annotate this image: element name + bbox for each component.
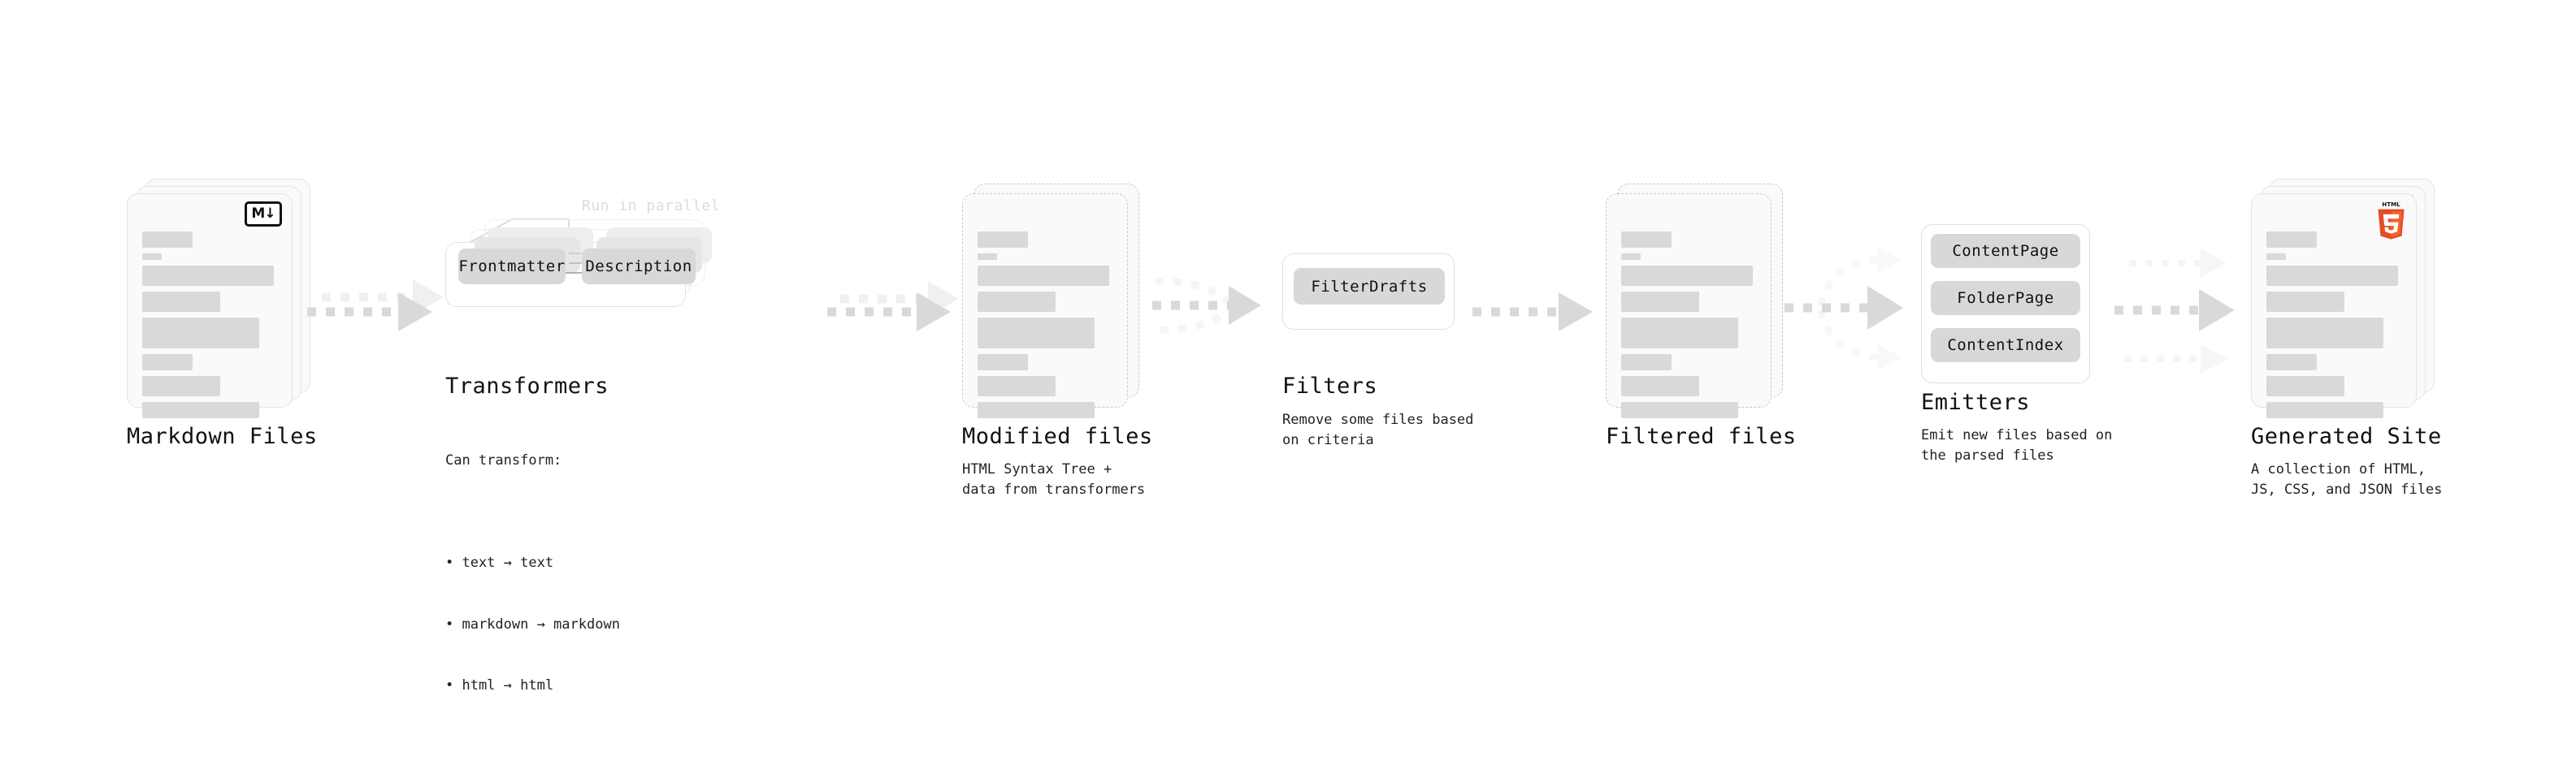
document-card-front <box>1606 193 1772 418</box>
document-card-front <box>962 193 1128 418</box>
stage-title-emitters: Emitters <box>1921 390 2031 415</box>
split-branch-top <box>1816 247 1902 307</box>
pill-label: Description <box>585 257 692 275</box>
pipeline-diagram: M↓ M↓ M↓ Markdown Files <box>127 179 2443 694</box>
modified-files-description: HTML Syntax Tree + data from transformer… <box>962 461 1146 499</box>
filters-description: Remove some files based on criteria <box>1282 412 1474 449</box>
skeleton-line <box>2266 266 2398 286</box>
skeleton-line <box>142 318 259 348</box>
transform-bullet: • text → text <box>445 555 554 572</box>
transform-bullet: • markdown → markdown <box>445 616 620 633</box>
pill-filterdrafts[interactable]: FilterDrafts <box>1294 268 1445 305</box>
document-card-front: HTML <box>2251 193 2417 418</box>
stage-title-modified-files: Modified files <box>962 424 1153 449</box>
arrow-transformers-to-modified <box>827 270 974 359</box>
skeleton-line <box>978 231 1028 248</box>
skeleton-line <box>978 354 1028 370</box>
transform-bullets: • text → text • markdown → markdown • ht… <box>445 512 620 737</box>
pill-contentindex[interactable]: ContentIndex <box>1931 328 2080 362</box>
pill-label: FilterDrafts <box>1311 277 1428 296</box>
stage-title-transformers: Transformers <box>445 374 609 399</box>
pill-folderpage[interactable]: FolderPage <box>1931 281 2080 315</box>
generated-site-description: A collection of HTML, JS, CSS, and JSON … <box>2251 461 2443 499</box>
transform-bullet: • html → html <box>445 677 554 694</box>
arrow-emitters-to-site <box>2108 236 2262 390</box>
stage-title-generated-site: Generated Site <box>2251 424 2442 449</box>
skeleton-line <box>142 354 193 370</box>
skeleton-line <box>2266 402 2383 418</box>
skeleton-line <box>1621 376 1699 396</box>
arrow-stack-front <box>307 292 432 331</box>
skeleton-line <box>142 231 193 248</box>
skeleton-line <box>1621 231 1672 248</box>
skeleton-line <box>978 376 1056 396</box>
pill-contentpage[interactable]: ContentPage <box>1931 234 2080 268</box>
pill-label: Frontmatter <box>458 257 566 275</box>
can-transform-label: Can transform: <box>445 452 562 469</box>
parallel-arrow-bottom <box>2124 344 2228 374</box>
parallel-arrow-middle <box>2114 289 2235 331</box>
skeleton-line <box>978 253 997 260</box>
skeleton-line <box>2266 253 2286 260</box>
skeleton-line <box>1621 292 1699 312</box>
split-branch-bottom <box>1816 309 1902 370</box>
run-in-parallel-label: Run in parallel <box>582 197 721 214</box>
skeleton-line <box>142 266 274 286</box>
pill-label: FolderPage <box>1957 289 2054 307</box>
pill-description[interactable]: Description <box>582 249 696 284</box>
skeleton-line <box>142 402 259 418</box>
skeleton-line <box>1621 318 1738 348</box>
arrow-md-to-transformers <box>307 270 453 359</box>
document-skeleton-lines <box>978 217 1114 424</box>
skeleton-line <box>2266 231 2317 248</box>
skeleton-line <box>1621 266 1753 286</box>
skeleton-line <box>978 402 1095 418</box>
skeleton-line <box>142 253 162 260</box>
document-skeleton-lines <box>2266 217 2403 424</box>
merge-main <box>1152 286 1261 325</box>
skeleton-line <box>978 318 1095 348</box>
pill-frontmatter[interactable]: Frontmatter <box>458 249 566 284</box>
document-skeleton-lines <box>1621 217 1758 424</box>
skeleton-line <box>1621 402 1738 418</box>
stage-title-filters: Filters <box>1282 374 1378 399</box>
stage-title-filtered-files: Filtered files <box>1606 424 1797 449</box>
svg-text:HTML: HTML <box>2382 201 2400 208</box>
document-card-front: M↓ <box>127 193 293 418</box>
skeleton-line <box>2266 292 2344 312</box>
arrow-filtered-to-emitters <box>1778 236 1932 390</box>
stage-title-markdown-files: Markdown Files <box>127 424 318 449</box>
split-main <box>1785 286 1903 330</box>
html5-icon: HTML <box>2378 201 2405 240</box>
skeleton-line <box>1621 354 1672 370</box>
skeleton-line <box>142 292 220 312</box>
merge-branch-bottom <box>1160 304 1234 334</box>
document-skeleton-lines <box>142 217 279 424</box>
markdown-badge: M↓ <box>245 201 282 227</box>
skeleton-line <box>978 292 1056 312</box>
emitters-description: Emit new files based on the parsed files <box>1921 427 2113 465</box>
transformers-description: Can transform: • text → text • markdown … <box>445 410 620 778</box>
pill-label: ContentIndex <box>1947 336 2064 354</box>
skeleton-line <box>2266 376 2344 396</box>
arrow-modified-to-filters <box>1138 260 1284 365</box>
skeleton-line <box>2266 318 2383 348</box>
parallel-arrow-top <box>2129 249 2227 278</box>
pill-label: ContentPage <box>1952 242 2059 260</box>
skeleton-line <box>2266 354 2317 370</box>
skeleton-line <box>978 266 1109 286</box>
arrow-filters-to-filtered <box>1472 270 1619 359</box>
skeleton-line <box>142 376 220 396</box>
skeleton-line <box>1621 253 1641 260</box>
